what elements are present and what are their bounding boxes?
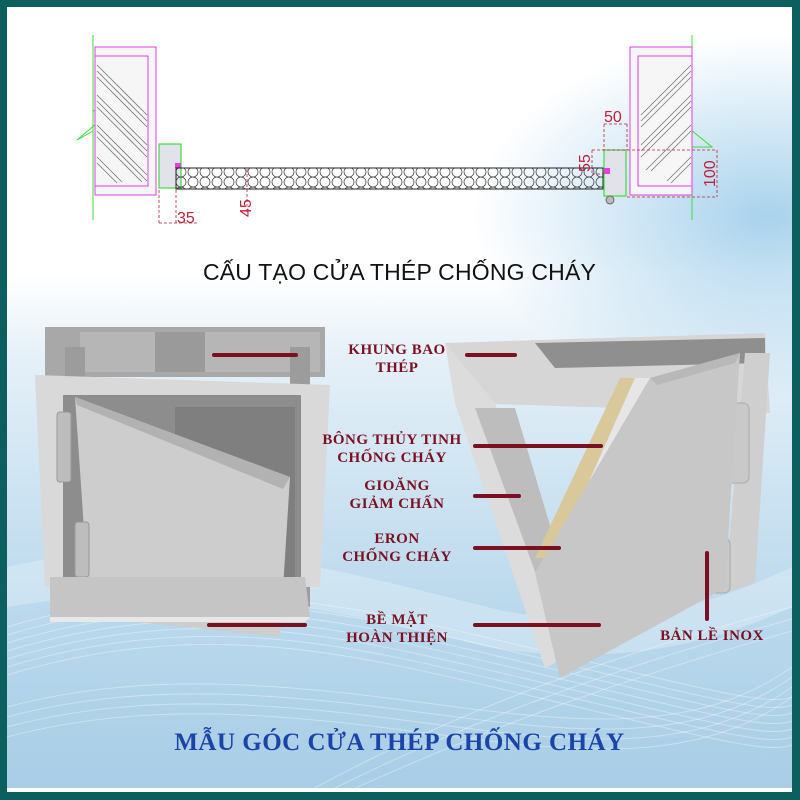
label-fire-seal: ERON CHỐNG CHÁY [342,531,452,565]
leader-frame-left [212,353,298,357]
label-finished-surface: BỀ MẶT HOÀN THIỆN [346,612,448,646]
label-glass-wool: BÔNG THỦY TINH CHỐNG CHÁY [322,432,462,466]
label-stainless-hinge: BẢN LỀ INOX [660,628,764,644]
svg-text:100: 100 [702,160,719,187]
leader-gasket [473,494,521,498]
drawing-title: CẤU TẠO CỬA THÉP CHỐNG CHÁY [202,259,597,285]
label-gasket: GIOĂNG GIẢM CHẤN [349,478,445,512]
svg-text:55: 55 [577,154,594,172]
door-sample-photo-left [35,327,330,637]
svg-text:50: 50 [604,109,622,126]
leader-surface-right [473,623,601,627]
leader-glass-wool [473,444,603,448]
leader-frame-right [465,353,517,357]
bottom-divider [7,788,792,792]
leader-fire-seal [473,546,561,550]
svg-text:35: 35 [177,210,195,227]
leader-hinge [705,551,709,621]
door-section-drawing: 35 45 50 55 100 [76,35,719,227]
poster: 35 45 50 55 100 CẤU TẠO [7,7,792,792]
door-sample-photo-right [445,333,770,678]
leader-surface-left [207,623,307,627]
footer-title: MẪU GÓC CỬA THÉP CHỐNG CHÁY [174,729,625,756]
svg-text:45: 45 [238,199,255,217]
label-steel-frame: KHUNG BAO THÉP [348,342,446,376]
